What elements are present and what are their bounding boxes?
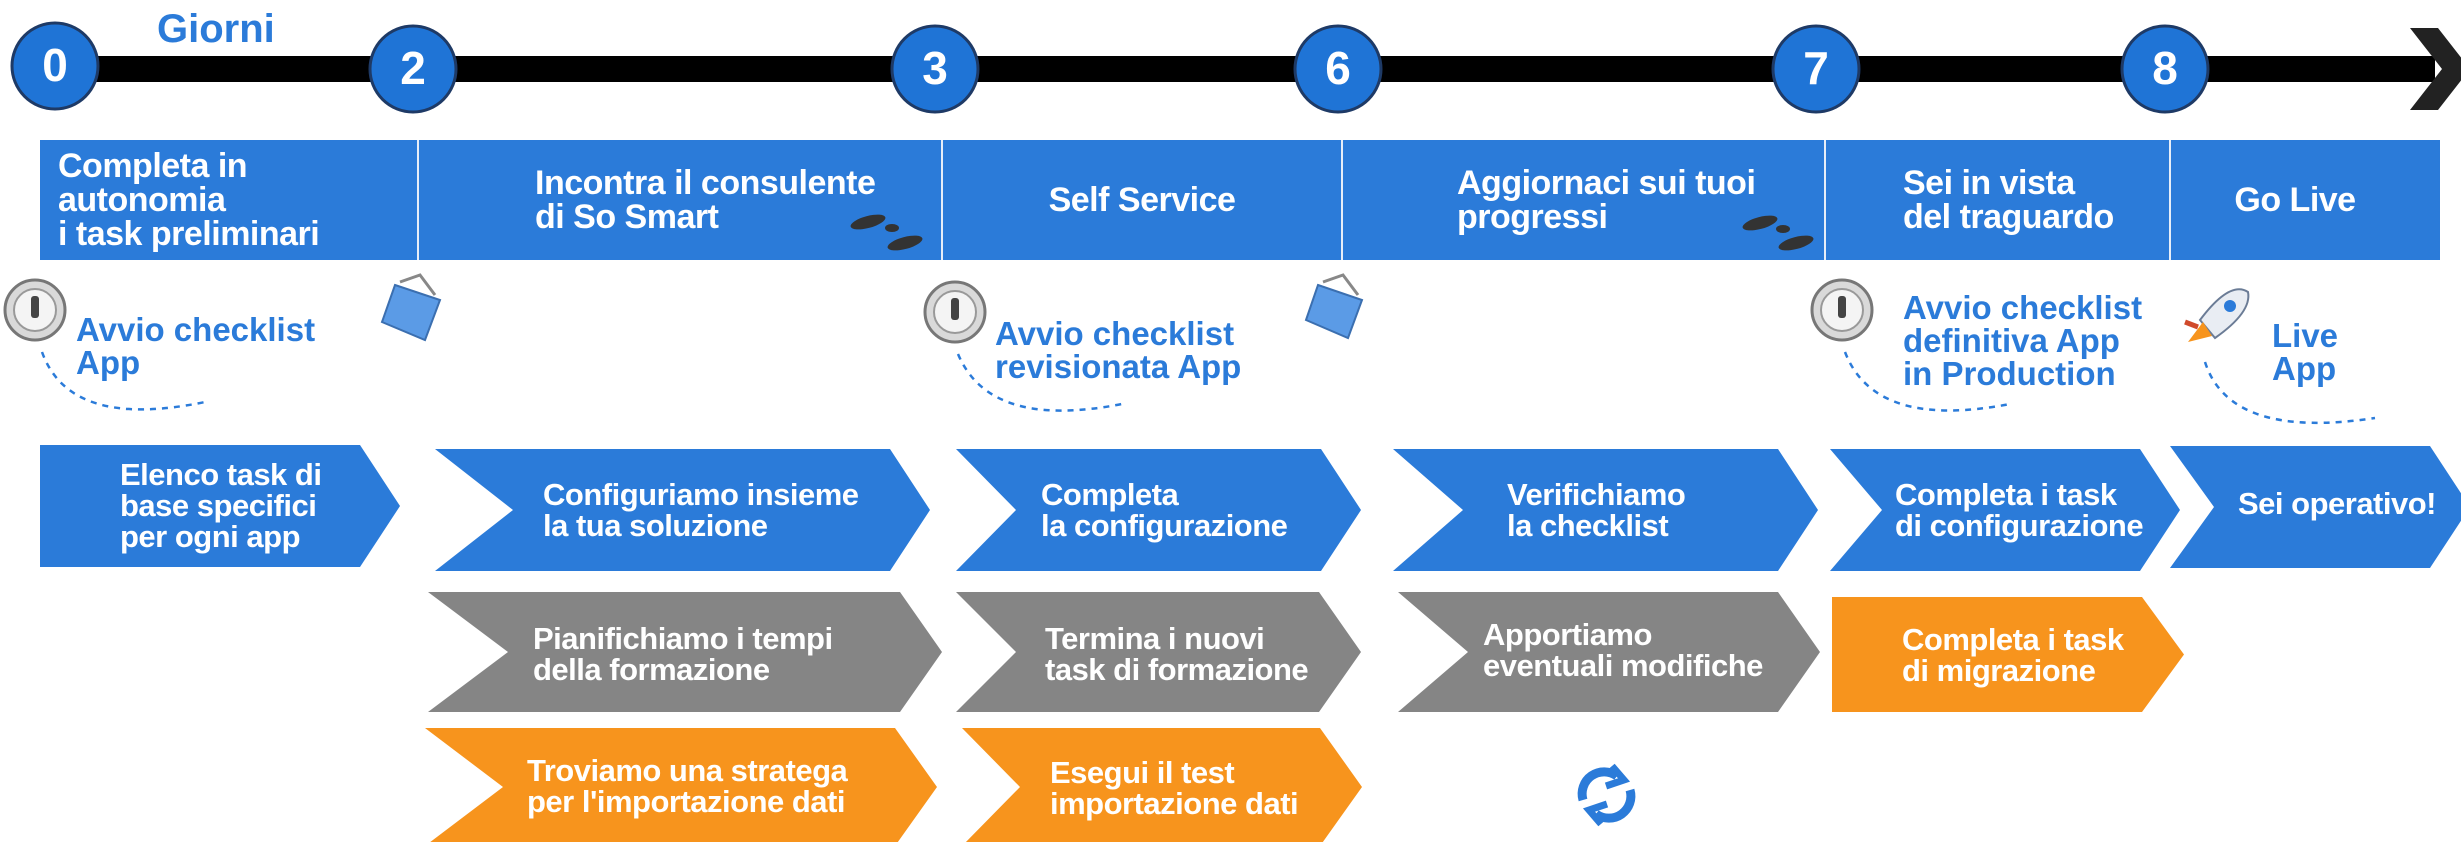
milestone-curves: [40, 351, 2376, 425]
phase-label: Aggiornaci sui tuoi progressi: [1457, 164, 1756, 236]
task-label-blue: Verifichiamo la checklist: [1507, 476, 1686, 543]
chevron-orange: [962, 728, 1362, 842]
milestone-label: Avvio checklist revisionata App: [995, 315, 1242, 385]
milestone-label: Avvio checklist App: [76, 311, 316, 381]
task-label-orange: Esegui il test importazione dati: [1050, 754, 1299, 821]
task-label-gray: Pianifichiamo i tempi della formazione: [533, 620, 833, 687]
refresh-icon: [1577, 763, 1636, 827]
day-marker: [2120, 24, 2210, 114]
task-label-blue: Configuriamo insieme la tua soluzione: [543, 476, 859, 543]
day-marker: [890, 24, 980, 114]
chevron-orange: [425, 728, 937, 842]
task-label-blue: Completa i task di configurazione: [1895, 476, 2144, 543]
task-label-gray: Apportiamo eventuali modifiche: [1483, 616, 1763, 683]
phase-dividers: [417, 140, 2171, 260]
task-label-blue: Completa la configurazione: [1041, 476, 1288, 543]
day-marker: [10, 21, 100, 111]
milestone-label: Live App: [2272, 317, 2339, 387]
phase-label: Sei in vista del traguardo: [1903, 164, 2114, 236]
task-label-orange: Completa i task di migrazione: [1902, 621, 2124, 688]
day-marker: [368, 24, 458, 114]
task-label-gray: Termina i nuovi task di formazione: [1045, 620, 1309, 687]
day-number: 6: [1325, 42, 1351, 94]
chevron-blue: [956, 449, 1361, 571]
stopwatch-icon: [3, 278, 67, 342]
stopwatch-icon: [1810, 278, 1874, 342]
day-number: 2: [400, 42, 426, 94]
milestone-label: Avvio checklist definitiva App in Produc…: [1903, 289, 2143, 392]
footprints-icon: [850, 214, 923, 251]
day-number: 0: [42, 39, 68, 91]
phase-label: Completa in autonomia i task preliminari: [58, 147, 320, 253]
chevron-blue: [435, 449, 930, 571]
chevron-gray: [956, 592, 1361, 712]
chevron-blue: [40, 445, 400, 567]
day-number: 3: [922, 42, 948, 94]
chevron-blue: [1830, 449, 2180, 571]
task-label-blue: Sei operativo!: [2238, 486, 2437, 521]
day-number: 7: [1803, 42, 1829, 94]
phase-label: Go Live: [2234, 181, 2356, 219]
rocket-icon: [2184, 288, 2250, 342]
day-marker: [1771, 24, 1861, 114]
chevron-gray: [1398, 592, 1820, 712]
timeline-label: Giorni: [157, 7, 275, 51]
footprints-icon: [1742, 215, 1814, 251]
chevron-blue: [2170, 446, 2461, 568]
task-label-blue: Elenco task di base specifici per ogni a…: [120, 456, 322, 554]
phase-label: Incontra il consulente di So Smart: [535, 164, 876, 236]
handshake-icon: [380, 273, 442, 342]
day-number: 8: [2152, 42, 2178, 94]
chevron-blue: [1393, 449, 1818, 571]
day-markers: [10, 21, 2210, 114]
chevron-orange: [1832, 597, 2184, 712]
phase-label: Self Service: [1048, 181, 1236, 219]
timeline-arrow-head: [2410, 28, 2461, 110]
phase-bar: [40, 140, 2440, 260]
stopwatch-icon: [923, 280, 987, 344]
chevron-gray: [428, 592, 942, 712]
day-marker: [1293, 24, 1383, 114]
handshake-icon: [1304, 273, 1364, 340]
task-label-orange: Troviamo una stratega per l'importazione…: [527, 752, 848, 819]
